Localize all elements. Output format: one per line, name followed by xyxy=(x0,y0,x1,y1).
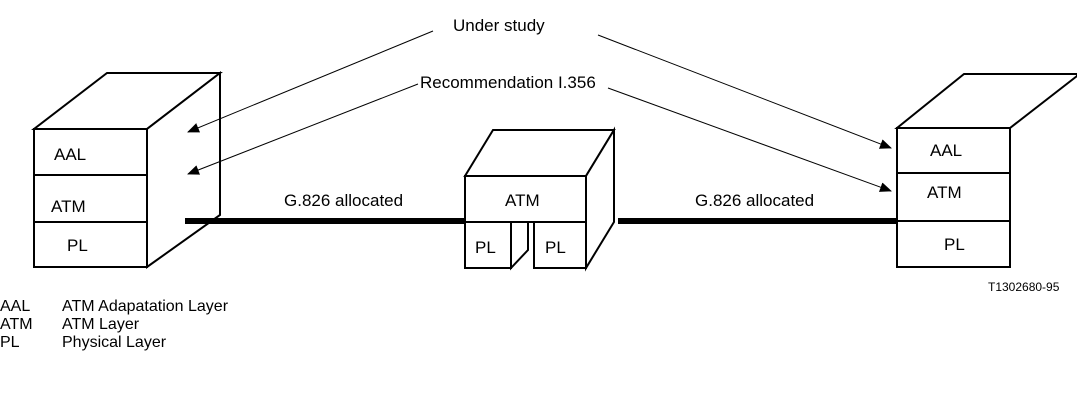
middle-stack-gap-side xyxy=(510,221,529,271)
middle-protocol-stack xyxy=(463,126,616,272)
recommendation-label: Recommendation I.356 xyxy=(420,73,596,92)
right-stack-atm-label: ATM xyxy=(927,183,962,202)
middle-stack-pl-right-box xyxy=(533,221,587,269)
legend-row-pl: PL Physical Layer xyxy=(0,334,228,352)
under-study-label: Under study xyxy=(453,16,545,35)
legend-row-aal: AAL ATM Adapatation Layer xyxy=(0,298,228,316)
left-stack-pl-label: PL xyxy=(67,236,88,255)
left-stack-aal-box xyxy=(33,128,148,176)
right-stack-top-face xyxy=(894,73,1077,129)
right-stack-aal-box xyxy=(896,127,1011,174)
left-stack-aal-label: AAL xyxy=(54,145,86,164)
legend: AAL ATM Adapatation Layer ATM ATM Layer … xyxy=(0,298,228,352)
middle-stack-atm-box xyxy=(464,175,587,223)
recommendation-arrow-right xyxy=(607,87,892,192)
recommendation-arrow-left xyxy=(187,83,419,175)
legend-desc: Physical Layer xyxy=(62,334,167,351)
under-study-arrow-right xyxy=(597,34,892,149)
left-protocol-stack xyxy=(31,70,223,269)
right-stack-atm-box xyxy=(896,172,1011,222)
right-protocol-stack xyxy=(894,73,1077,268)
legend-desc: ATM Adapatation Layer xyxy=(62,298,229,315)
left-stack-atm-label: ATM xyxy=(51,197,86,216)
right-stack-pl-label: PL xyxy=(944,235,965,254)
under-study-arrow-left xyxy=(187,30,434,133)
right-link-label: G.826 allocated xyxy=(695,191,814,210)
middle-stack-pl-left-label: PL xyxy=(475,238,496,257)
figure-id: T1302680-95 xyxy=(988,280,1060,294)
legend-abbr: AAL xyxy=(0,298,31,315)
middle-stack-pl-left-box xyxy=(464,221,512,269)
right-stack-aal-label: AAL xyxy=(930,141,962,160)
legend-desc: ATM Layer xyxy=(62,316,140,333)
left-stack-atm-box xyxy=(33,174,148,223)
middle-stack-pl-right-label: PL xyxy=(545,238,566,257)
legend-row-atm: ATM ATM Layer xyxy=(0,316,228,334)
middle-stack-atm-label: ATM xyxy=(505,191,540,210)
left-link-label: G.826 allocated xyxy=(284,191,403,210)
legend-abbr: PL xyxy=(0,334,20,351)
left-stack-pl-box xyxy=(33,221,148,268)
legend-abbr: ATM xyxy=(0,316,33,333)
right-stack-pl-box xyxy=(896,220,1011,268)
